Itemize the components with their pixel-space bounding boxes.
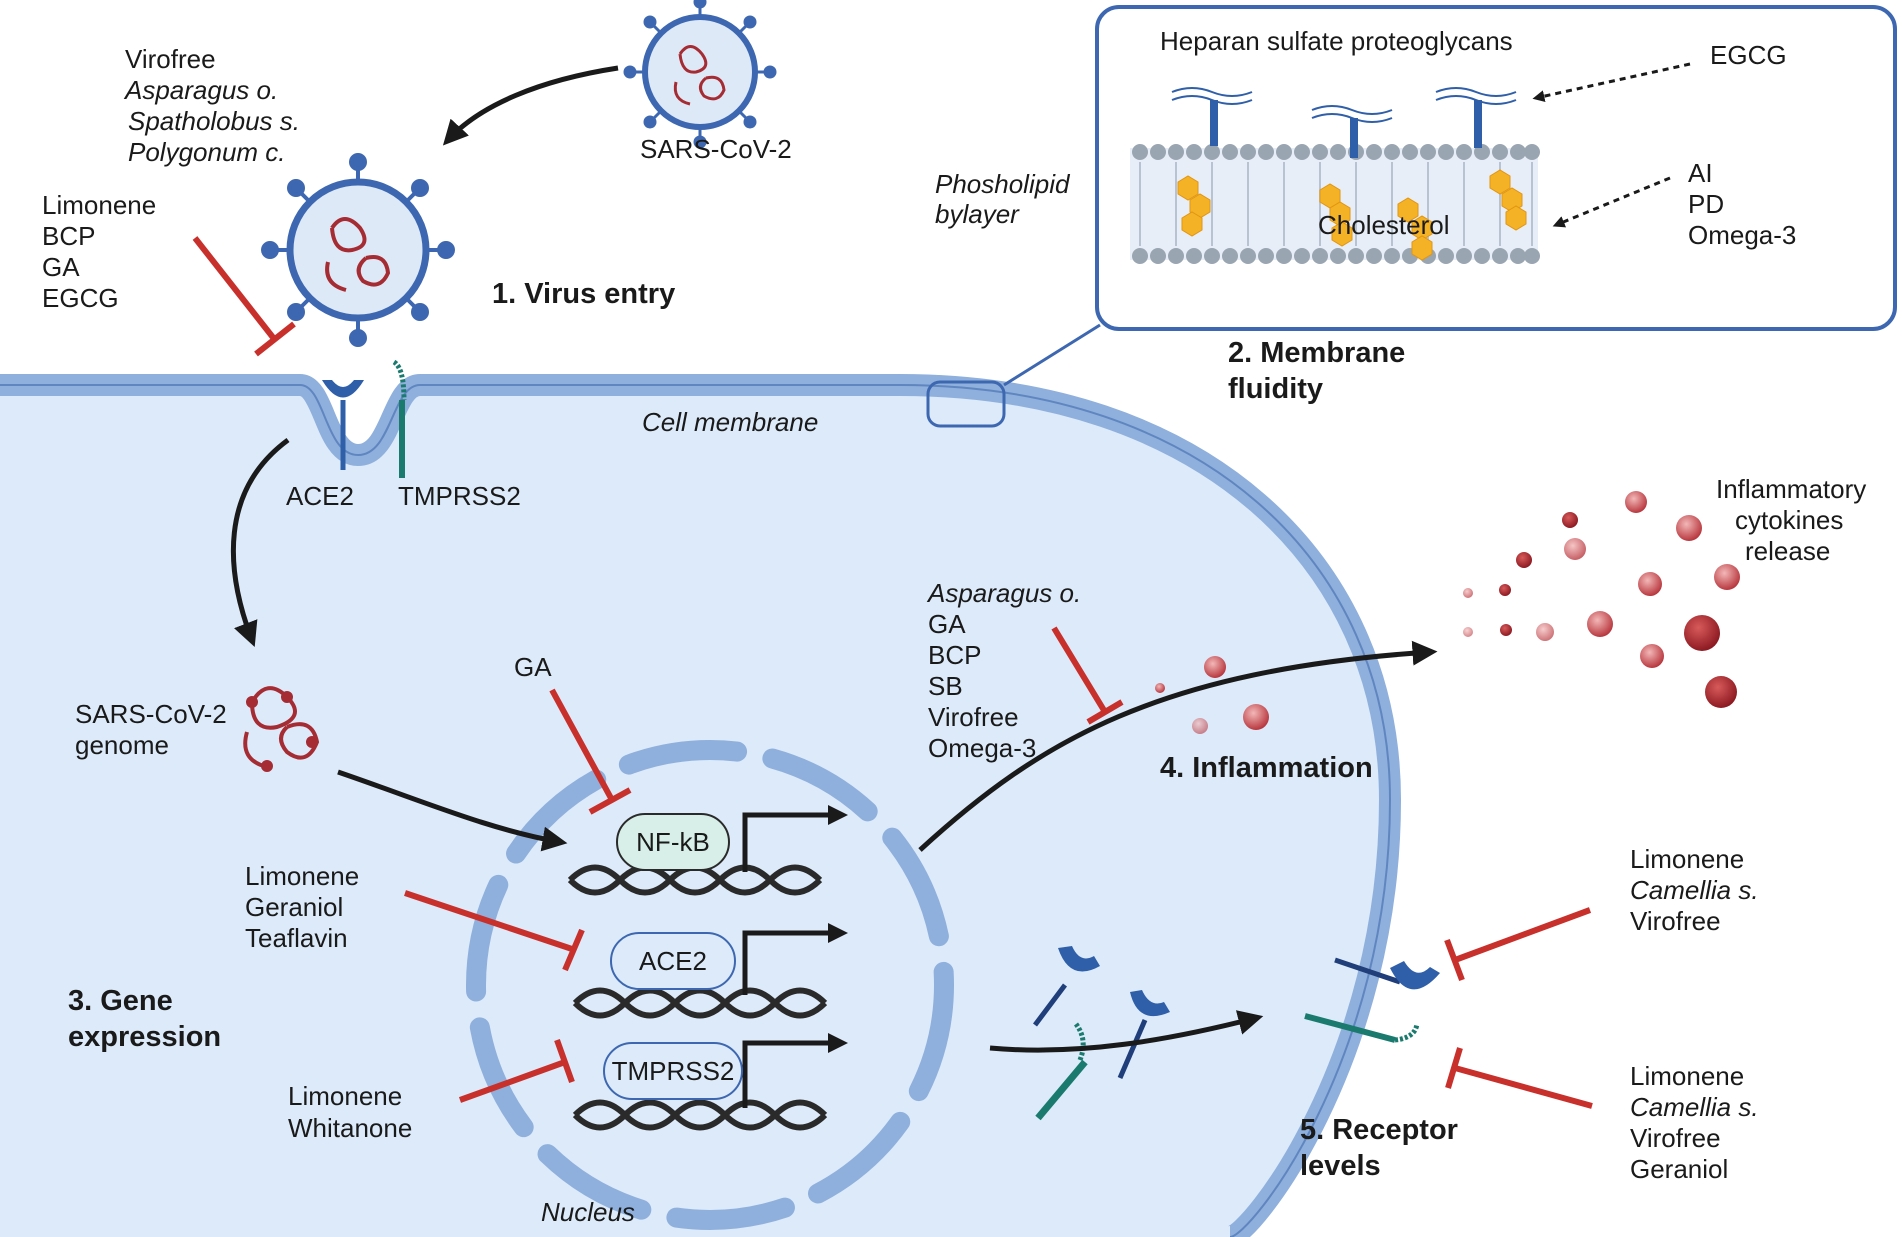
free-tmprss2-receptors <box>1035 1022 1088 1121</box>
tmprss2-gene-inhibitor-bar <box>458 1038 575 1103</box>
cell-membrane-edge <box>0 384 1392 1237</box>
ace2-level-inhibitor-bar <box>1444 907 1592 982</box>
ace2-transcription-arrow <box>742 923 848 995</box>
ace2-node: ACE2 <box>610 932 736 990</box>
fluidity-agent-1: AI <box>1688 158 1713 188</box>
internalize-arrow <box>230 437 290 647</box>
tmprss2-level-inhibitor-2: Camellia s. <box>1630 1092 1759 1122</box>
receptor-trafficking-arrow <box>989 1010 1264 1053</box>
inflammation-arrow <box>918 640 1438 852</box>
cytokines-label-2: cytokines <box>1735 505 1843 535</box>
phospholipid-label-1: Phosholipid <box>935 169 1071 199</box>
egcg-arrow <box>1532 62 1691 103</box>
sars-cov-2-docking <box>261 153 455 347</box>
tmprss2-gene-inhibitor-2: Whitanone <box>288 1113 412 1143</box>
cytokines-label-1: Inflammatory <box>1716 474 1866 504</box>
tmprss2-level-inhibitor-4: Geraniol <box>1630 1154 1728 1184</box>
sars-cov-2-virion <box>623 0 777 149</box>
genome-label-2: genome <box>75 730 169 760</box>
step-1-title: 1. Virus entry <box>492 278 675 310</box>
step-4-title: 4. Inflammation <box>1160 752 1373 784</box>
fluidity-agent-2: PD <box>1688 189 1724 219</box>
receptor-inhibitor-1: Limonene <box>42 190 156 220</box>
entry-blocker-4: Polygonum c. <box>128 137 286 167</box>
viral-genome-icon <box>243 686 320 772</box>
ace2-gene-inhibitor-bar <box>404 890 585 972</box>
ace2-gene-label: ACE2 <box>639 946 707 976</box>
entry-inhibitor-bar <box>192 236 296 357</box>
phospholipid-label-2: bylayer <box>935 199 1020 229</box>
nucleus-label: Nucleus <box>541 1197 635 1227</box>
inflammation-inhibitor-3: BCP <box>928 640 981 670</box>
inflammation-inhibitor-2: GA <box>928 609 966 639</box>
receptor-inhibitor-3: GA <box>42 252 80 282</box>
hspg-label: Heparan sulfate proteoglycans <box>1160 26 1513 56</box>
fluidity-agents-arrow <box>1552 176 1671 228</box>
ace2-label: ACE2 <box>286 481 354 511</box>
cholesterol-label: Cholesterol <box>1318 210 1450 240</box>
membrane-zoom-callout <box>926 323 1101 428</box>
nfkb-label: NF-kB <box>636 827 710 857</box>
step-2-title-1: 2. Membrane <box>1228 337 1405 369</box>
membrane-tmprss2-receptor <box>1304 1013 1420 1043</box>
ace2-gene-inhibitor-2: Geraniol <box>245 892 343 922</box>
membrane-inset: Heparan sulfate proteoglycans Phosholipi… <box>935 5 1897 331</box>
virus-label: SARS-CoV-2 <box>640 134 792 164</box>
cholesterol-molecules <box>1177 169 1527 261</box>
fluidity-agent-3: Omega-3 <box>1688 220 1796 250</box>
entry-arrow <box>442 65 619 146</box>
genome-label-1: SARS-CoV-2 <box>75 699 227 729</box>
inflammation-inhibitor-bar <box>1051 626 1124 725</box>
tmprss2-label: TMPRSS2 <box>398 481 521 511</box>
ace2-receptor-membrane <box>322 380 364 470</box>
cytokine-droplets <box>1155 491 1740 734</box>
tmprss2-gene-inhibitor-1: Limonene <box>288 1081 402 1111</box>
ace2-level-inhibitor-3: Virofree <box>1630 906 1721 936</box>
step-2-title-2: fluidity <box>1228 373 1323 405</box>
tmprss2-level-inhibitor-bar <box>1445 1047 1593 1109</box>
membrane-ace2-receptor <box>1334 957 1440 990</box>
step-3-title-1: 3. Gene <box>68 985 173 1017</box>
egcg-label: EGCG <box>1710 40 1787 70</box>
cytokines-label-3: release <box>1745 536 1830 566</box>
tmprss2-gene-label: TMPRSS2 <box>612 1056 735 1086</box>
tmprss2-receptor-membrane <box>392 359 407 478</box>
tmprss2-node: TMPRSS2 <box>603 1042 743 1100</box>
inflammation-inhibitor-5: Virofree <box>928 702 1019 732</box>
step-3-title-2: expression <box>68 1021 221 1053</box>
nucleus: Nucleus <box>466 740 954 1230</box>
inflammation-inhibitor-4: SB <box>928 671 963 701</box>
cell-membrane-label: Cell membrane <box>642 407 818 437</box>
receptor-inhibitor-2: BCP <box>42 221 95 251</box>
ace2-level-inhibitor-1: Limonene <box>1630 844 1744 874</box>
heparan-sulfate-proteoglycans <box>1171 87 1517 158</box>
receptor-inhibitor-4: EGCG <box>42 283 119 313</box>
step-5-title-1: 5. Receptor <box>1300 1114 1458 1146</box>
nfkb-node: NF-kB <box>616 813 730 871</box>
inflammation-inhibitors: Asparagus o. GA BCP SB Virofree Omega-3 <box>926 578 1081 763</box>
tmprss2-level-inhibitor-3: Virofree <box>1630 1123 1721 1153</box>
nfkb-inhibitor-bar <box>549 688 632 815</box>
inflammation-inhibitor-1: Asparagus o. <box>926 578 1081 608</box>
inflammation-inhibitor-6: Omega-3 <box>928 733 1036 763</box>
dna-tmprss2 <box>572 1099 828 1131</box>
step-5-title-2: levels <box>1300 1150 1381 1182</box>
tmprss2-level-inhibitor-1: Limonene <box>1630 1061 1744 1091</box>
entry-blocker-3: Spatholobus s. <box>128 106 300 136</box>
nfkb-inhibitor: GA <box>514 652 552 682</box>
ace2-gene-inhibitor-3: Teaflavin <box>245 923 348 953</box>
entry-blocker-1: Virofree <box>125 44 216 74</box>
free-ace2-receptors <box>1033 946 1170 1079</box>
ace2-level-inhibitor-2: Camellia s. <box>1630 875 1759 905</box>
entry-blocker-2: Asparagus o. <box>123 75 278 105</box>
genome-to-nfkb-arrow <box>337 769 568 852</box>
dna-ace2 <box>572 987 828 1019</box>
nfkb-transcription-arrow <box>742 805 848 872</box>
cell-body <box>0 385 1390 1237</box>
tmprss2-transcription-arrow <box>742 1033 848 1108</box>
cell: Cell membrane <box>0 374 1402 1237</box>
ace2-gene-inhibitor-1: Limonene <box>245 861 359 891</box>
